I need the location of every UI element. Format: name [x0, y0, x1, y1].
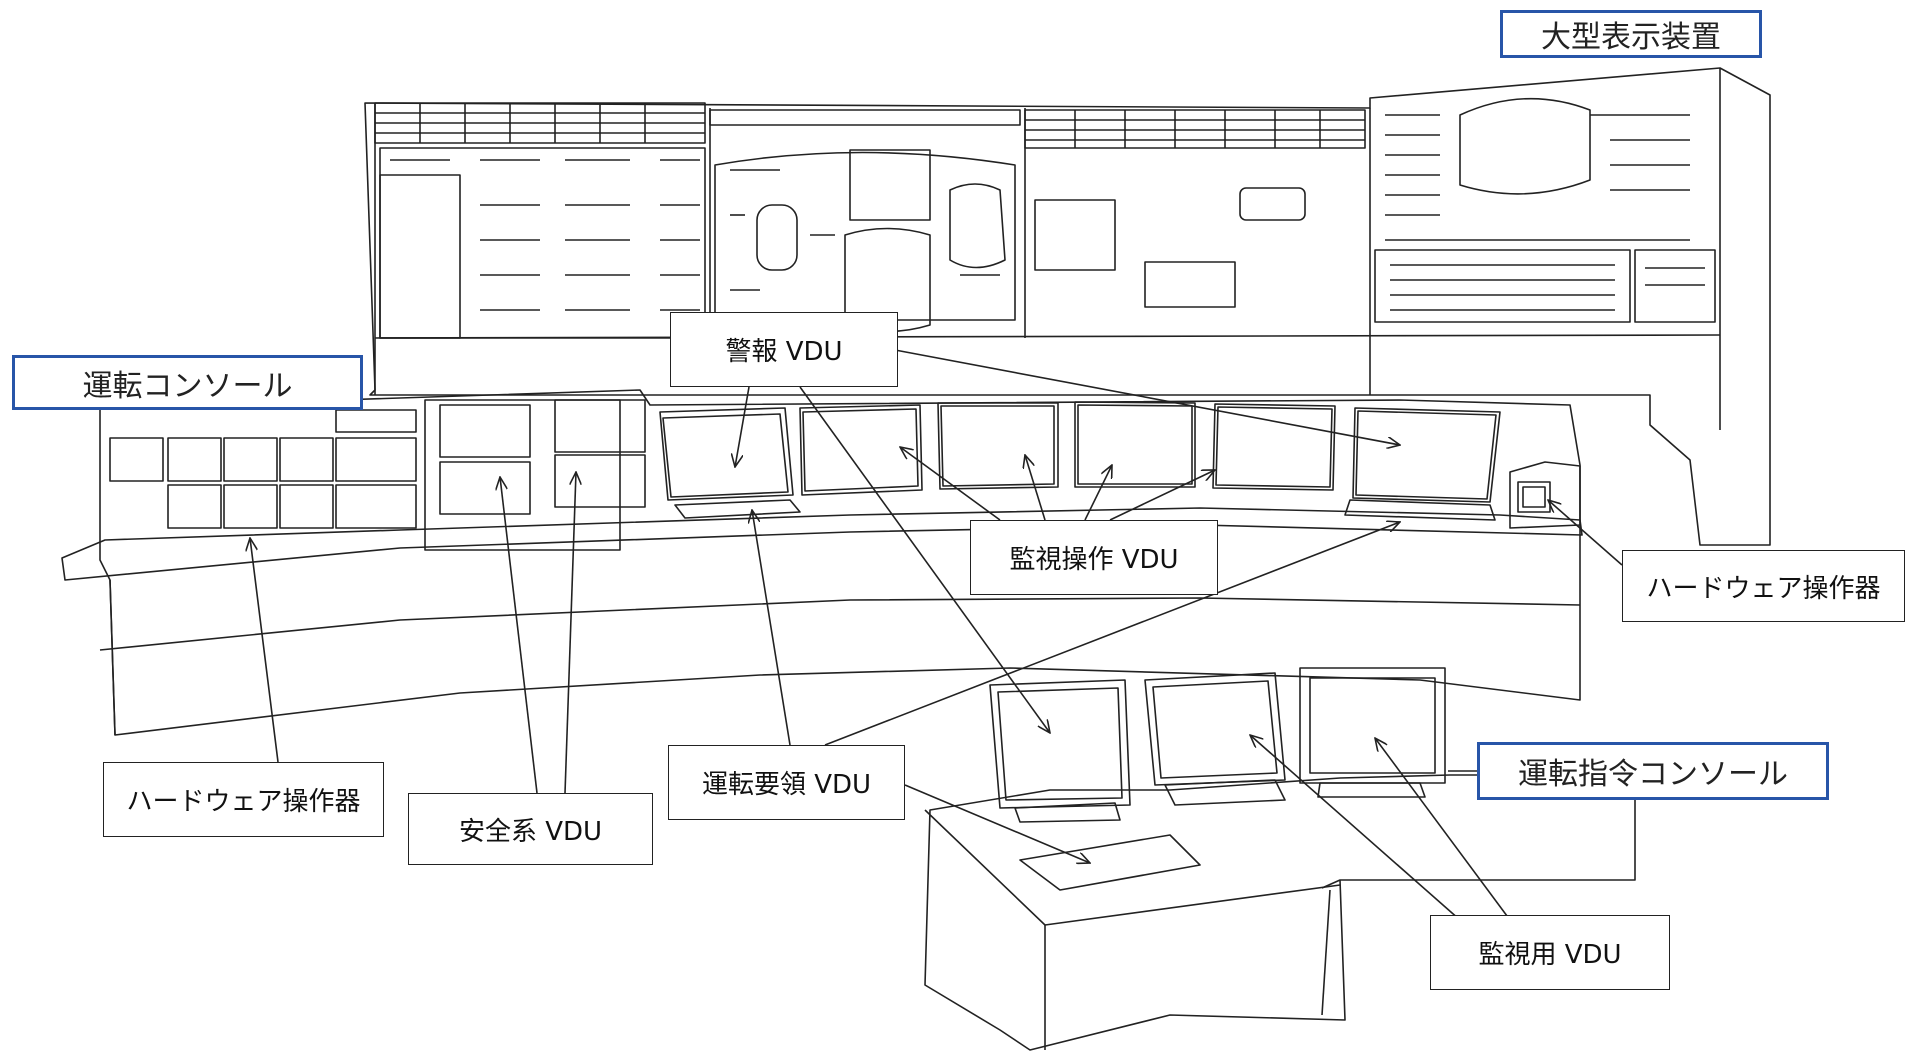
- hardware-operator-right-label: ハードウェア操作器: [1622, 550, 1905, 622]
- leader-lines: [250, 349, 1623, 921]
- command-console-label: 運転指令コンソール: [1477, 742, 1829, 800]
- monitor-operation-vdu-label: 監視操作 VDU: [970, 520, 1218, 595]
- operation-console: [61, 389, 1583, 736]
- command-console: [924, 667, 1636, 1051]
- large-display-label: 大型表示装置: [1500, 10, 1762, 58]
- procedure-vdu-label: 運転要領 VDU: [668, 745, 905, 820]
- large-display-wall: [364, 67, 1771, 546]
- alarm-vdu-label: 警報 VDU: [670, 312, 898, 387]
- hardware-operator-left-label: ハードウェア操作器: [103, 762, 384, 837]
- monitoring-vdu-label: 監視用 VDU: [1430, 915, 1670, 990]
- operation-console-label: 運転コンソール: [12, 355, 363, 410]
- safety-vdu-label: 安全系 VDU: [408, 793, 653, 865]
